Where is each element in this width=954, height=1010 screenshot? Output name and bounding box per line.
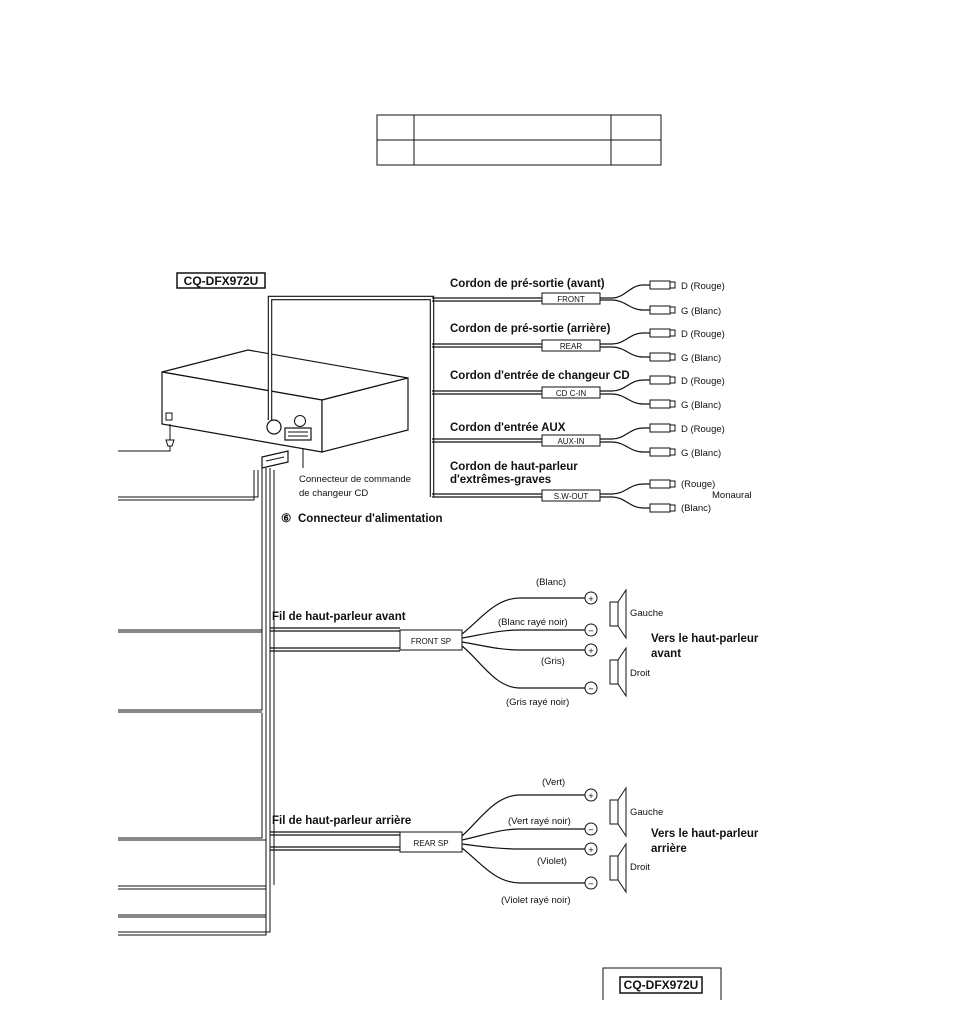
front-speaker-box: FRONT SP [411,637,451,646]
rear-speaker-lead: Fil de haut-parleur arrière REAR SP (Ver… [270,777,759,906]
front-wire-2: (Blanc rayé noir) [498,617,568,628]
front-wire-4: (Gris rayé noir) [506,697,569,708]
preout-cord-rear: Cordon de pré-sortie (arrière) REAR D (R… [450,323,725,364]
model-badge-footer: CQ-DFX972U [602,967,722,1000]
preout-front-right-label: D (Rouge) [681,281,725,292]
front-right-speaker-icon [609,646,627,698]
preout-bundle [267,295,542,498]
changer-input-cord: Cordon d'entrée de changeur CD CD C-IN D… [450,370,725,411]
rear-wire-1: (Vert) [542,777,565,788]
rear-dest-line2: arrière [651,843,687,855]
power-socket-icon [284,427,312,441]
subwoofer-box: S.W-OUT [554,492,589,501]
preout-rear-right-label: D (Rouge) [681,329,725,340]
changer-jack-icon [294,415,306,427]
front-right-plus-icon: + [588,646,594,657]
preout-cord-front: Cordon de pré-sortie (avant) FRONT D (Ro… [450,278,725,317]
preout-front-box: FRONT [557,295,585,304]
front-wire-1: (Blanc) [536,577,566,588]
header-table [376,114,662,166]
model-label: CQ-DFX972U [184,274,259,288]
front-left-speaker-icon [609,588,627,640]
aux-input-label: Cordon d'entrée AUX [450,422,566,434]
changer-connector-callout: Connecteur de commande de changeur CD [299,448,411,499]
aux-input-left-label: G (Blanc) [681,448,721,459]
rear-speaker-label: Fil de haut-parleur arrière [272,815,411,827]
front-speaker-lead: Fil de haut-parleur avant FRONT SP (Blan… [270,577,759,708]
power-connector-marker: ⑥ [281,512,292,525]
preout-rear-label: Cordon de pré-sortie (arrière) [450,323,611,335]
front-right-minus-icon: − [588,684,594,695]
front-speaker-label: Fil de haut-parleur avant [272,611,406,623]
rear-left-label: Gauche [630,807,663,818]
rear-right-minus-icon: − [588,879,594,890]
aux-input-right-label: D (Rouge) [681,424,725,435]
changer-connector-line1: Connecteur de commande [299,474,411,485]
rear-speaker-box: REAR SP [413,839,448,848]
rear-right-label: Droit [630,862,650,873]
rear-dest-line1: Vers le haut-parleur [651,828,759,840]
preout-rear-box: REAR [560,342,582,351]
rear-wire-2: (Vert rayé noir) [508,816,571,827]
subwoofer-bottom-label: (Blanc) [681,503,711,514]
rear-left-speaker-icon [609,786,627,838]
aux-input-box: AUX-IN [557,437,584,446]
front-dest-line1: Vers le haut-parleur [651,633,759,645]
front-dest-line2: avant [651,648,681,660]
subwoofer-label-line2: d'extrêmes-graves [450,474,551,486]
preout-front-left-label: G (Blanc) [681,306,721,317]
rear-wire-3: (Violet) [537,856,567,867]
model-badge-top: CQ-DFX972U [176,272,266,289]
head-unit [118,349,409,453]
changer-connector-line2: de changeur CD [299,488,368,499]
reset-button-icon [165,412,173,421]
changer-input-box: CD C-IN [556,389,586,398]
changer-input-label: Cordon d'entrée de changeur CD [450,370,630,382]
changer-input-left-label: G (Blanc) [681,400,721,411]
footer-model-label: CQ-DFX972U [624,978,699,992]
preout-front-label: Cordon de pré-sortie (avant) [450,278,605,290]
power-harness: ⑥ Connecteur d'alimentation [118,450,443,936]
subwoofer-cord: Cordon de haut-parleur d'extrêmes-graves… [450,461,752,514]
rear-left-plus-icon: + [588,791,594,802]
rear-right-plus-icon: + [588,845,594,856]
aux-input-cord: Cordon d'entrée AUX AUX-IN D (Rouge) G (… [450,422,725,459]
mono-label: Monaural [712,490,752,501]
front-wire-3: (Gris) [541,656,565,667]
front-left-plus-icon: + [588,594,594,605]
front-left-minus-icon: − [588,626,594,637]
rear-wire-4: (Violet rayé noir) [501,895,571,906]
front-right-label: Droit [630,668,650,679]
rear-right-speaker-icon [609,842,627,894]
front-left-label: Gauche [630,608,663,619]
changer-input-right-label: D (Rouge) [681,376,725,387]
preout-rear-left-label: G (Blanc) [681,353,721,364]
preout-jack-icon [266,419,282,435]
subwoofer-top-label: (Rouge) [681,479,715,490]
rear-left-minus-icon: − [588,825,594,836]
power-connector-label: Connecteur d'alimentation [298,513,443,525]
subwoofer-label-line1: Cordon de haut-parleur [450,461,578,473]
